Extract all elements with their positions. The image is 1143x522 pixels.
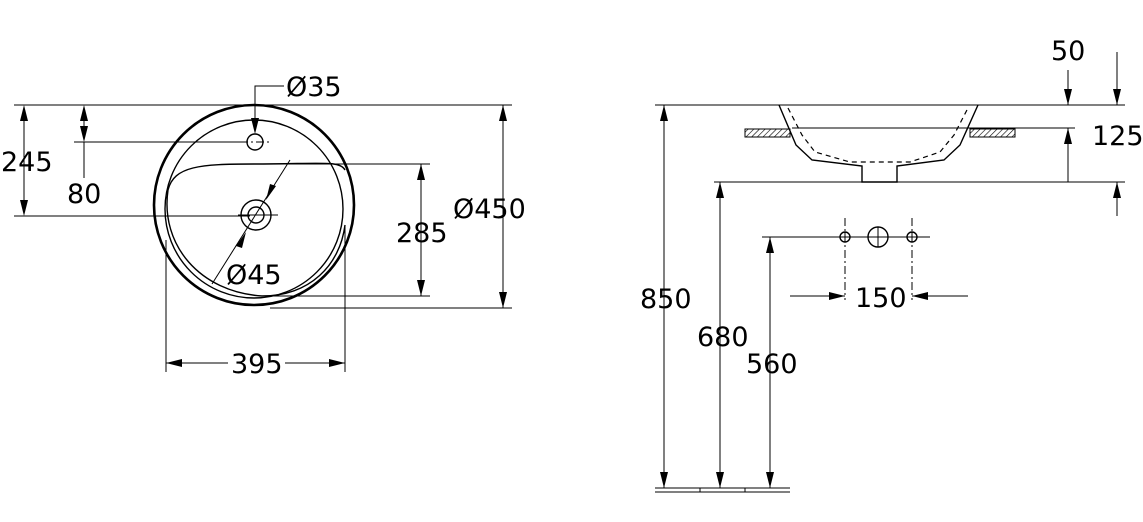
dim-tap-diameter: Ø35 <box>286 72 342 103</box>
countertop-left <box>744 128 791 138</box>
top-view: 245 80 Ø35 Ø45 285 Ø450 395 <box>1 72 526 380</box>
dim-680: 680 <box>697 322 749 353</box>
dim-245: 245 <box>1 147 53 178</box>
dim-50: 50 <box>1051 36 1085 67</box>
dim-80: 80 <box>67 179 101 210</box>
dim-560: 560 <box>746 349 798 380</box>
basin-section <box>778 104 979 183</box>
bowl-hidden-line <box>787 107 969 163</box>
side-view: 850 680 560 150 50 125 <box>640 36 1143 493</box>
dim-outer-diameter: Ø450 <box>453 194 526 225</box>
dim-285: 285 <box>396 218 448 249</box>
dim-waste-diameter: Ø45 <box>226 260 282 291</box>
countertop-right <box>969 128 1016 138</box>
dim-850: 850 <box>640 284 692 315</box>
dim-395: 395 <box>231 349 283 380</box>
dim-150: 150 <box>855 283 907 314</box>
dim-125: 125 <box>1092 121 1143 152</box>
